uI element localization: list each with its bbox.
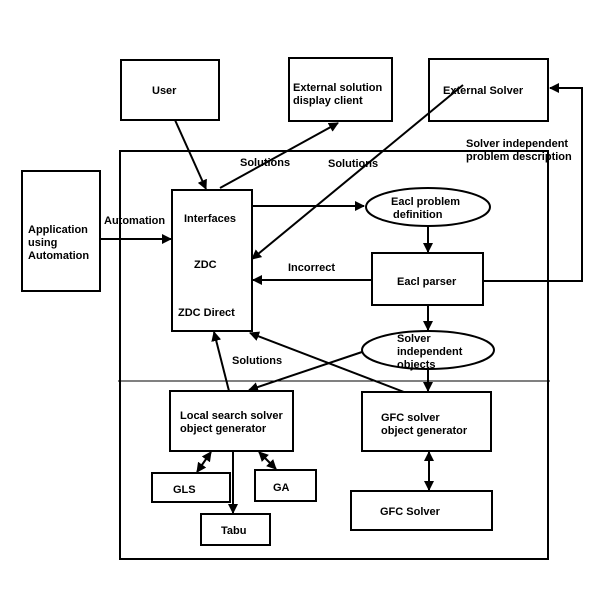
edge-user-zdc xyxy=(174,119,207,190)
external-display-box xyxy=(288,57,393,122)
zdc-interfaces-label: Interfaces xyxy=(184,213,236,225)
local-search-label-2: object generator xyxy=(180,423,267,435)
eacl-definition-label-2: definition xyxy=(393,209,443,221)
solver-objects-label-1: Solver xyxy=(397,333,431,345)
zdc-box xyxy=(171,189,253,332)
edge-extsolver-zdc xyxy=(251,84,464,260)
edge-objects-local xyxy=(248,351,363,392)
incorrect-edge-label: Incorrect xyxy=(288,262,335,274)
system-boundary xyxy=(119,150,549,560)
solver-independent-label-1: Solver independent xyxy=(466,138,568,150)
edge-local-zdc xyxy=(211,331,230,392)
edge-gfc-zdc xyxy=(249,331,405,393)
application-label-3: Automation xyxy=(28,250,89,262)
gfc-solver-label: GFC Solver xyxy=(380,506,441,518)
gls-box xyxy=(151,472,231,503)
solver-independent-label-2: problem description xyxy=(466,151,572,163)
application-label-2: using xyxy=(28,237,57,249)
external-display-label-2: display client xyxy=(293,95,363,107)
external-display-label-1: External solution xyxy=(293,82,383,94)
user-box xyxy=(120,59,220,121)
solutions-external-edge-label: Solutions xyxy=(328,158,378,170)
edge-zdc-display xyxy=(219,122,339,189)
edge-parser-extsolver xyxy=(483,83,583,282)
automation-edge-label: Automation xyxy=(104,215,165,227)
tabu-label: Tabu xyxy=(221,525,246,537)
application-box xyxy=(21,170,101,292)
local-search-label-1: Local search solver xyxy=(180,410,283,422)
gfc-generator-label-2: object generator xyxy=(381,425,468,437)
ga-box xyxy=(254,469,317,502)
tabu-box xyxy=(200,513,271,546)
gfc-generator-label-1: GFC solver xyxy=(381,412,440,424)
application-label-1: Application xyxy=(28,224,88,236)
gls-label: GLS xyxy=(173,484,196,496)
local-search-box xyxy=(169,390,294,452)
external-solver-label: External Solver xyxy=(443,85,524,97)
edge-local-gls xyxy=(196,451,212,473)
zdc-label: ZDC xyxy=(194,259,217,271)
eacl-definition-label-1: Eacl problem xyxy=(391,196,460,208)
edge-local-ga xyxy=(258,451,277,470)
zdc-direct-label: ZDC Direct xyxy=(178,307,235,319)
solutions-local-edge-label: Solutions xyxy=(232,355,282,367)
ga-label: GA xyxy=(273,482,290,494)
solver-objects-label-2: independent xyxy=(397,346,463,358)
user-label: User xyxy=(152,85,177,97)
gfc-solver-box xyxy=(350,490,493,531)
solutions-display-edge-label: Solutions xyxy=(240,157,290,169)
external-solver-box xyxy=(428,58,549,122)
gfc-generator-box xyxy=(361,391,492,452)
eacl-parser-label: Eacl parser xyxy=(397,276,457,288)
solver-objects-label-3: objects xyxy=(397,359,436,371)
